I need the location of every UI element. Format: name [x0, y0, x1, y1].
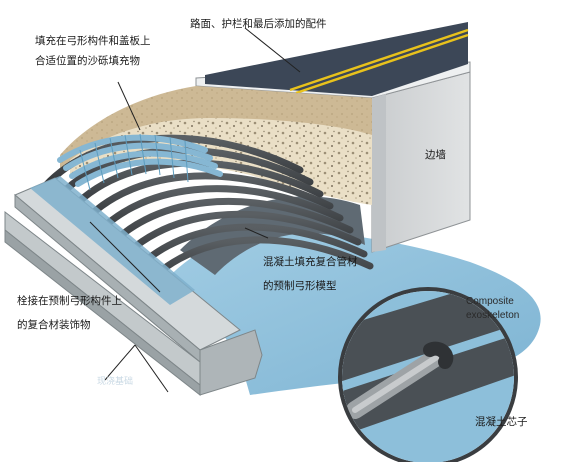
road-surface [205, 22, 468, 96]
label-fill-line1: 填充在弓形构件和盖板上 [35, 34, 151, 47]
road-center-stripe-2 [295, 33, 469, 95]
sand-fill-layer [60, 86, 372, 175]
composite-decking-strip [30, 176, 195, 305]
label-core: 混凝土芯子 [475, 415, 528, 428]
label-concrete-line2: 的预制弓形模型 [263, 279, 337, 292]
label-composite-line1: Composite [466, 296, 514, 307]
side-wall-front-face [372, 94, 386, 252]
label-wall: 边墙 [425, 148, 446, 161]
label-composite-line2: exoskeleton [466, 310, 519, 321]
footing-rock-edge [199, 329, 263, 396]
label-bolted-line2: 的复合材装饰物 [17, 318, 91, 331]
label-concrete-line1: 混凝土填充复合管材 [263, 255, 358, 268]
exposed-ribbing [79, 133, 189, 191]
label-road: 路面、护栏和最后添加的配件 [190, 17, 327, 30]
exposed-tube [57, 134, 208, 163]
label-footing: 现浇基础 [97, 375, 133, 387]
side-wall [371, 71, 471, 253]
exposed-tube [63, 142, 213, 171]
exposed-tube [69, 150, 218, 179]
label-bolted-line1: 栓接在预制弓形构件上 [17, 294, 122, 307]
label-fill-line2: 合适位置的沙砾填充物 [35, 54, 140, 67]
road-center-stripe-1 [289, 28, 469, 92]
